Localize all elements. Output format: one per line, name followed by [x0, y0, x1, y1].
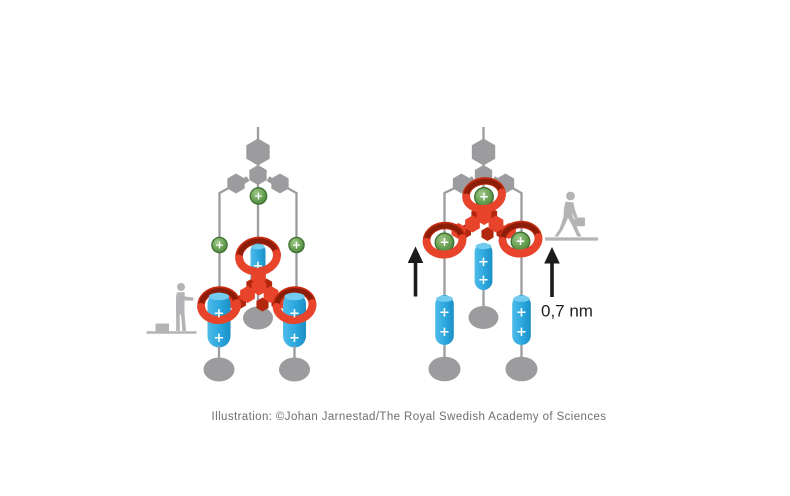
blue-station: + + [512, 295, 531, 345]
walking-person-figure [545, 191, 598, 241]
stopper-foot [505, 356, 538, 382]
ammonium-site: + [288, 236, 305, 254]
benzene-hexagon [246, 138, 270, 166]
macrocycle-ring: + + [272, 286, 317, 348]
plus-charge-label: + [516, 306, 527, 321]
person-body [554, 201, 582, 237]
ring-inner-rim [274, 287, 315, 307]
plus-charge-label: + [214, 331, 225, 346]
ammonium-site: + [249, 187, 268, 205]
ring-front-rim [422, 234, 467, 259]
ring-front-rim [462, 188, 506, 214]
plus-charge-label: + [289, 331, 300, 346]
plus-charge-label: + [478, 255, 489, 270]
cylinder-cap [475, 243, 492, 250]
up-arrow-right [544, 247, 560, 297]
green-bead [211, 236, 228, 254]
box [155, 323, 169, 332]
arrow-head-icon [544, 247, 560, 264]
ring-inner-rim [237, 238, 279, 258]
ring-inner-rim [424, 223, 465, 242]
benzene-hexagon [227, 173, 245, 194]
person-body [175, 292, 194, 331]
plus-charge-label: + [439, 235, 449, 249]
molecule-state-down: + + + + [197, 127, 317, 382]
benzene-hexagon [271, 173, 289, 194]
molecule-state-up: + + + [422, 127, 543, 382]
plus-charge-label: + [479, 190, 489, 204]
benzene-hexagon [471, 138, 496, 166]
cylinder-cap [436, 295, 453, 302]
ring-inner-rim [198, 287, 239, 307]
plus-charge-label: + [253, 259, 264, 274]
stopper-foot [203, 357, 235, 382]
ring-inner-rim [500, 222, 541, 241]
blue-station-cylinder [474, 243, 493, 290]
macrocycle-ring: + [498, 220, 543, 258]
caption-text: Illustration: ©Johan Jarnestad/The Royal… [212, 411, 607, 423]
macrocycle-ring: + [462, 177, 506, 214]
stopper-foot [468, 306, 499, 329]
person-head [566, 191, 575, 201]
stopper-foot [243, 306, 273, 330]
up-arrow-left [407, 246, 424, 297]
person-head [177, 283, 185, 291]
plus-charge-label: + [439, 325, 450, 340]
cylinder-cap [513, 295, 530, 302]
plus-charge-label: + [214, 307, 225, 322]
blue-station: + + [474, 243, 493, 290]
plus-charge-label: + [515, 234, 525, 248]
benzene-hexagon [249, 165, 267, 185]
distance-label: 0,7 nm [541, 302, 593, 321]
plus-charge-label: + [439, 306, 450, 321]
tripod-frame [227, 138, 289, 194]
plus-charge-label: + [478, 273, 489, 288]
scientist-figure [146, 283, 197, 334]
ammonium-site: + [211, 236, 228, 254]
blue-station-cylinder [512, 295, 531, 345]
stopper-foot [428, 356, 461, 382]
cylinder-cap [284, 292, 305, 301]
plus-charge-label: + [289, 307, 300, 322]
cylinder-cap [251, 244, 265, 250]
stopper-foot [279, 357, 310, 382]
plus-charge-label: + [254, 190, 263, 203]
green-bead [288, 236, 305, 254]
briefcase [574, 217, 585, 227]
macrocycle-ring: + [422, 221, 467, 259]
ring-front-rim [498, 233, 543, 258]
plus-charge-label: + [215, 239, 224, 252]
ring-inner-rim [464, 178, 504, 197]
arrow-head-icon [407, 246, 424, 263]
blue-station: + + [435, 295, 454, 345]
green-bead [249, 187, 268, 205]
blue-station-cylinder [435, 295, 454, 345]
cylinder-cap [208, 292, 230, 301]
plus-charge-label: + [292, 239, 301, 252]
ring-front-rim [272, 299, 317, 324]
macrocycle-ring: + + [197, 286, 241, 348]
plus-charge-label: + [516, 325, 527, 340]
ring-front-rim [197, 299, 241, 324]
